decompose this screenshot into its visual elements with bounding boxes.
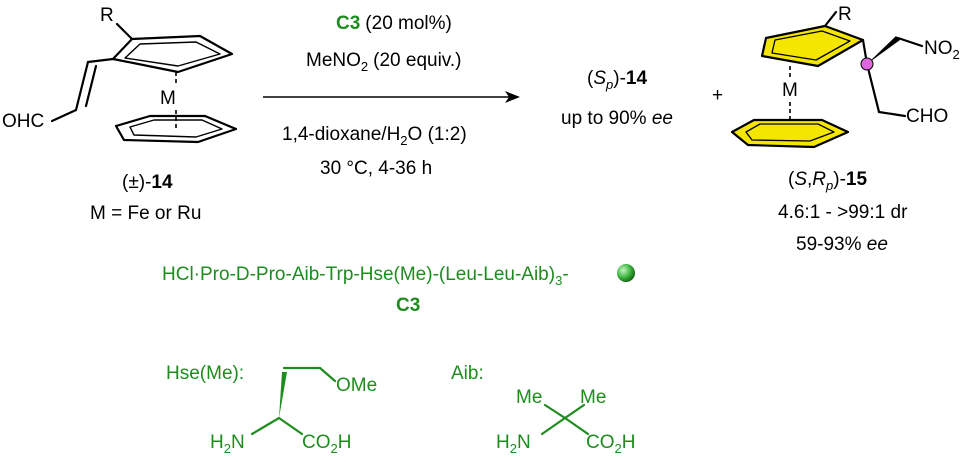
product-ee: 59-93% ee xyxy=(796,234,888,255)
product-cho-label: CHO xyxy=(906,106,948,127)
hse-me-structure: Hse(Me): OMe H2N CO2H xyxy=(166,363,377,456)
nitromethane-text: MeNO2(20 equiv.) xyxy=(306,50,462,74)
resin-bead-icon xyxy=(617,264,635,282)
recovered-label: (Sp)-14 xyxy=(587,68,647,92)
substrate-metal-note: M = Fe or Ru xyxy=(90,203,201,224)
aib-me-left: Me xyxy=(516,387,542,408)
aib-structure: Aib: Me Me H2N CO2H xyxy=(451,363,635,456)
substrate-aldehyde-label: OHC xyxy=(2,111,44,132)
plus-sign: + xyxy=(712,85,723,106)
reaction-conditions: C3(20 mol%) MeNO2(20 equiv.) 1,4-dioxane… xyxy=(263,13,520,179)
substrate-r-label: R xyxy=(100,5,114,26)
catalyst-c3: HCl·Pro-D-Pro-Aib-Trp-Hse(Me)-(Leu-Leu-A… xyxy=(162,264,635,316)
recovered-ee: up to 90% ee xyxy=(561,108,673,129)
substrate-metal-label: M xyxy=(160,88,176,109)
catalyst-loading: C3(20 mol%) xyxy=(336,13,452,34)
solvent-text: 1,4-dioxane/H2O (1:2) xyxy=(282,124,467,148)
substrate-top-cp-ring xyxy=(111,34,234,74)
catalyst-label: C3 xyxy=(396,295,420,316)
aib-co2h: CO2H xyxy=(586,432,635,456)
product-label: (S,Rp)-15 xyxy=(788,169,867,193)
product-15: R NO2 CHO M (S,Rp)-15 4.6:1 - >99:1 dr 5… xyxy=(730,4,960,255)
product-metal-label: M xyxy=(782,80,798,101)
substrate-name: (±)-14 xyxy=(122,172,173,193)
hse-co2h: CO2H xyxy=(302,432,351,456)
peptide-sequence: HCl·Pro-D-Pro-Aib-Trp-Hse(Me)-(Leu-Leu-A… xyxy=(162,264,569,288)
product-no2-label: NO2 xyxy=(924,38,960,62)
temperature-time-text: 30 °C, 4-36 h xyxy=(320,158,432,179)
hse-nh2: H2N xyxy=(210,432,245,456)
substrate-14: R OHC M (±)-14 M = Fe or Ru xyxy=(2,5,238,224)
hse-label: Hse(Me): xyxy=(166,363,244,384)
substrate-bottom-cp-ring xyxy=(114,114,238,144)
aib-nh2: H2N xyxy=(496,432,531,456)
arrow-head-icon xyxy=(505,91,520,103)
hse-wedge-bond xyxy=(279,372,287,418)
aib-label: Aib: xyxy=(451,363,484,384)
stereocenter-marker-icon xyxy=(860,57,874,71)
aib-me-right: Me xyxy=(580,387,606,408)
hse-ome: OMe xyxy=(336,375,377,396)
recovered-14: (Sp)-14 up to 90% ee xyxy=(561,68,673,129)
product-dr: 4.6:1 - >99:1 dr xyxy=(778,202,908,223)
product-r-label: R xyxy=(838,4,852,25)
product-wedge-bond xyxy=(867,36,900,64)
